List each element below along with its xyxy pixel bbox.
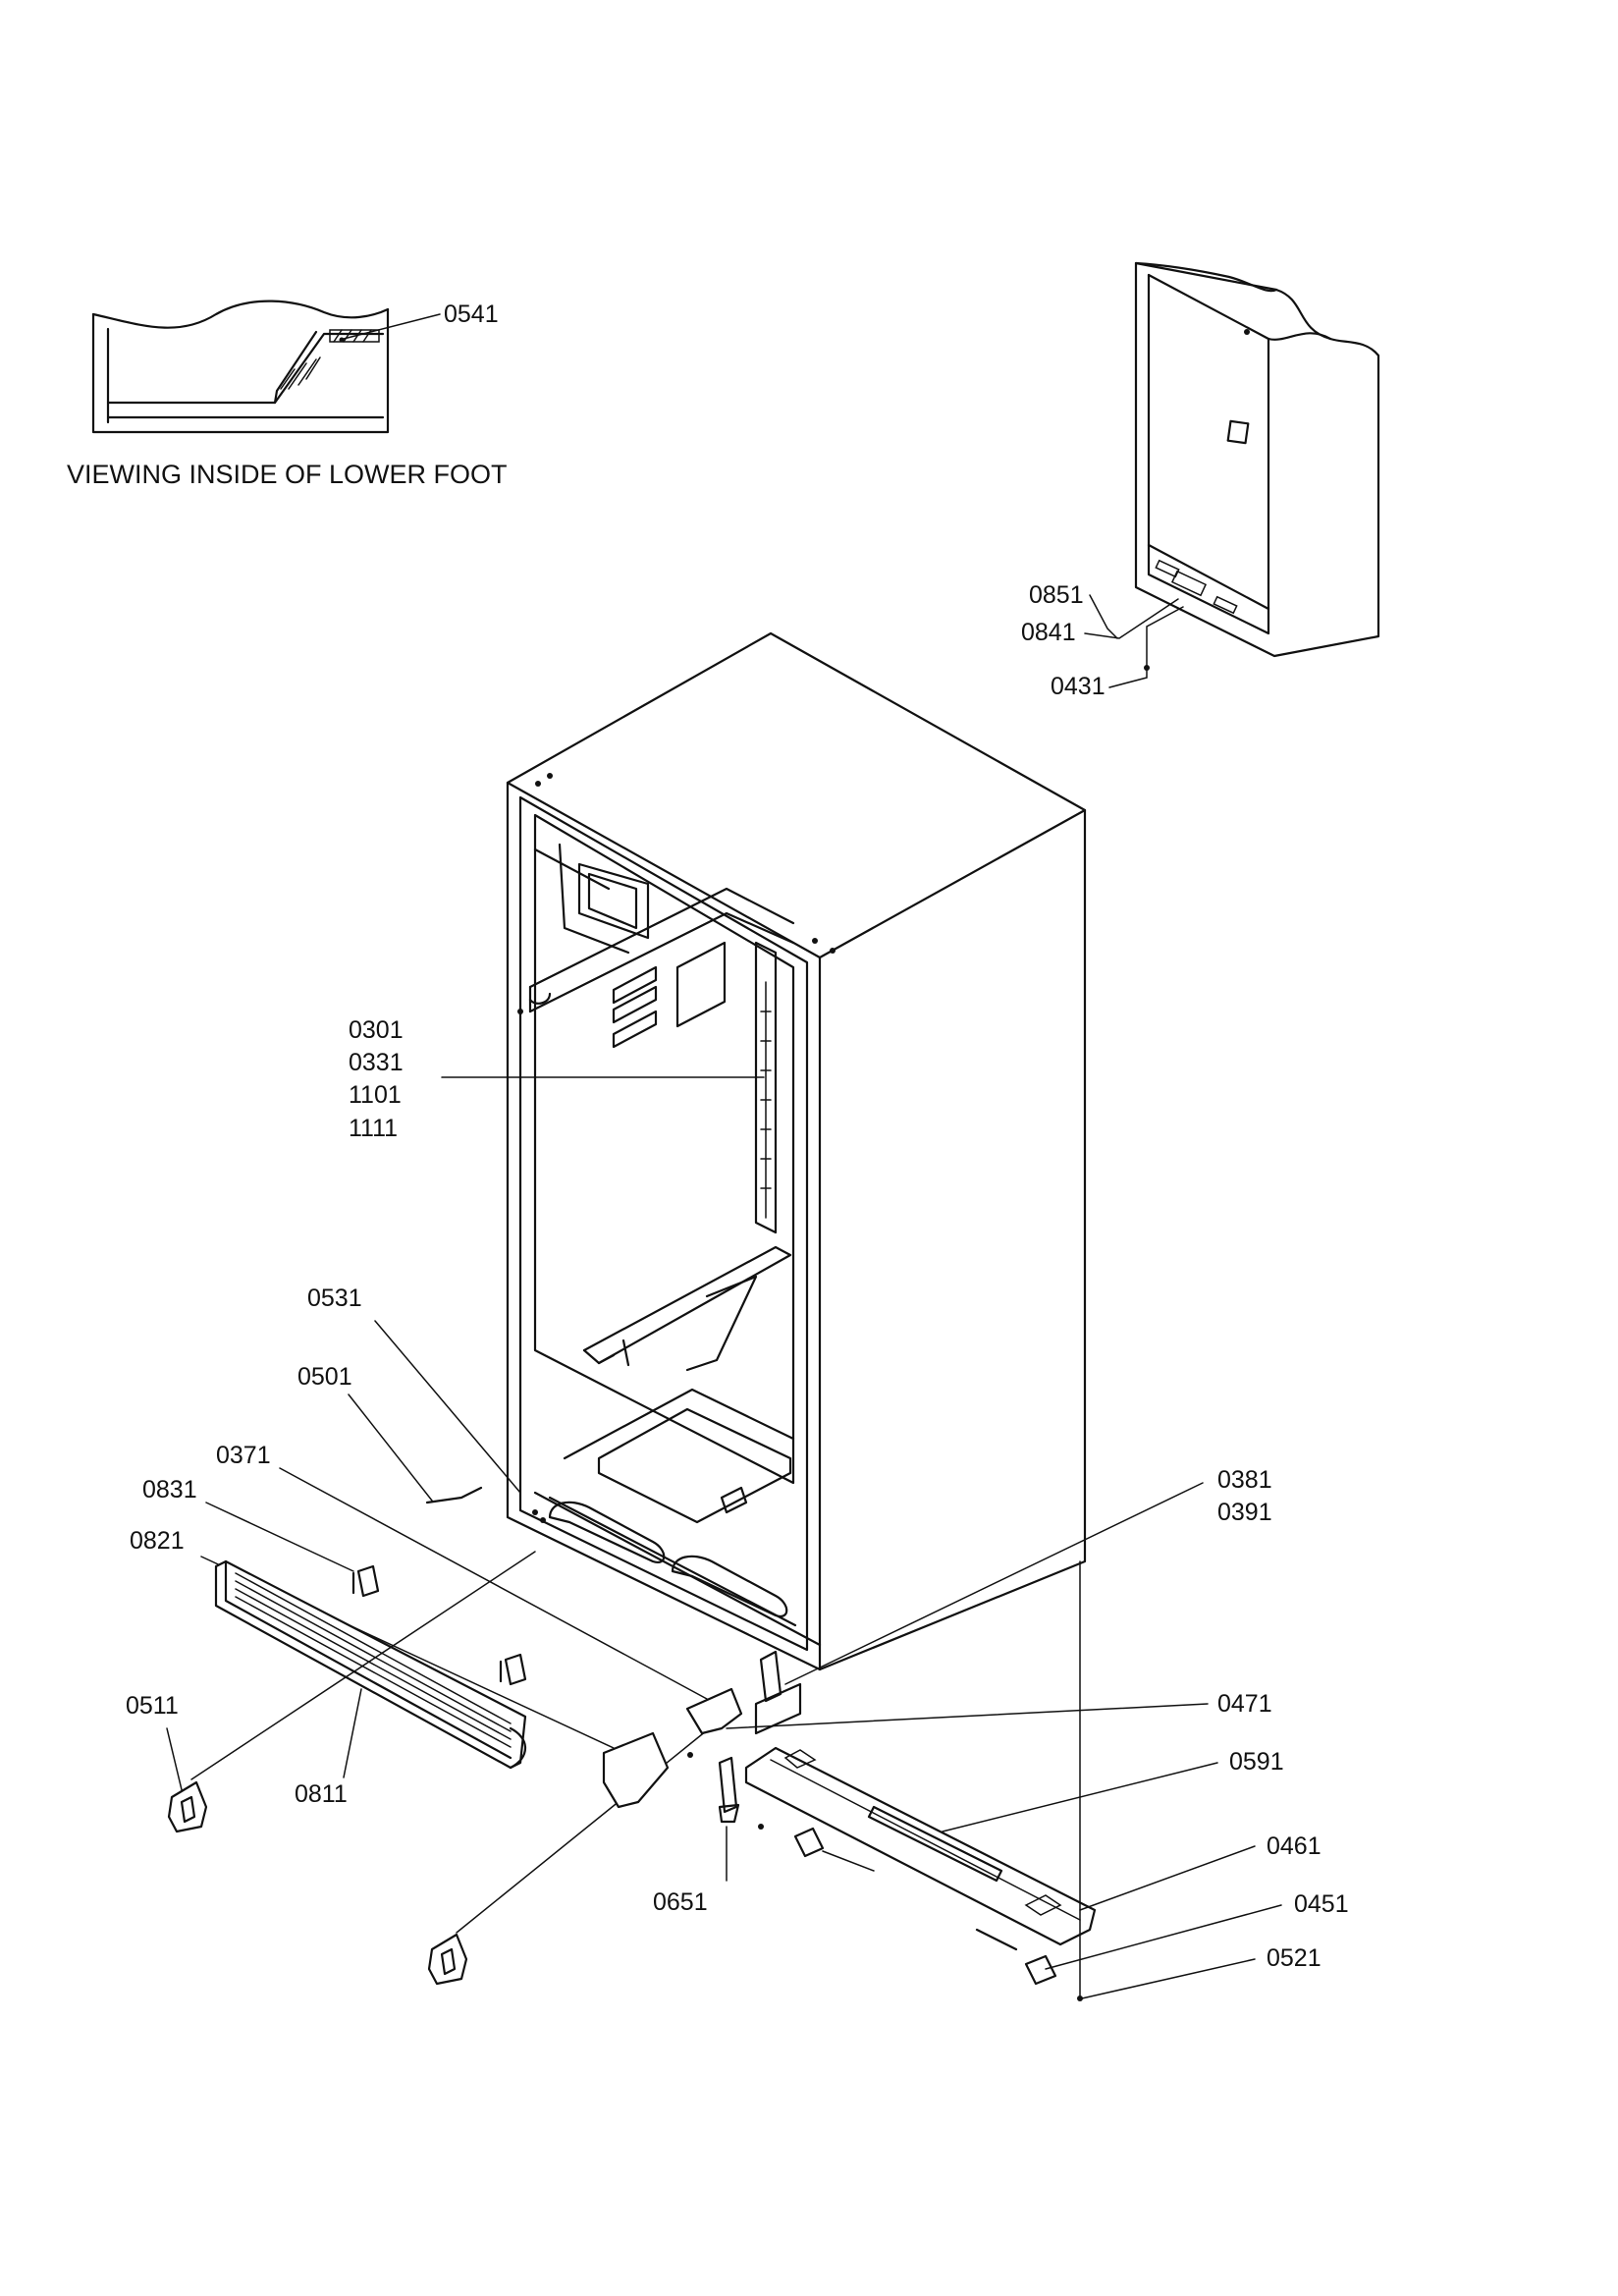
- leader-0431: [1108, 606, 1184, 688]
- label-0301: 0301: [349, 1016, 404, 1044]
- leader-0831: [205, 1502, 354, 1572]
- leveler-foot-left: [167, 1551, 536, 1833]
- label-0541: 0541: [444, 301, 499, 328]
- leader-0501: [348, 1394, 433, 1502]
- label-0521: 0521: [1267, 1944, 1321, 1972]
- main-cabinet: [506, 631, 1087, 1671]
- label-0841: 0841: [1021, 619, 1076, 646]
- leveler-foot-right: [427, 1725, 713, 1986]
- leader-0371: [279, 1467, 708, 1700]
- label-0381: 0381: [1217, 1466, 1272, 1494]
- label-0331: 0331: [349, 1049, 404, 1076]
- kick-grille: [214, 1559, 527, 1770]
- label-0391: 0391: [1217, 1499, 1272, 1526]
- label-0461: 0461: [1267, 1832, 1321, 1860]
- label-0431: 0431: [1051, 673, 1106, 700]
- leader-0511: [166, 1727, 186, 1803]
- grille-clip-lower: [499, 1653, 527, 1686]
- leader-0451: [1045, 1904, 1282, 1970]
- leader-0851: [1089, 594, 1118, 639]
- label-0821: 0821: [130, 1527, 185, 1555]
- leader-0841: [1084, 598, 1179, 639]
- rear-view-cabinet: [1134, 261, 1380, 658]
- label-0591: 0591: [1229, 1748, 1284, 1776]
- label-0471: 0471: [1217, 1690, 1272, 1718]
- capacitor-parts: [793, 1827, 1083, 2001]
- label-0811: 0811: [295, 1780, 348, 1808]
- leader-0811: [343, 1688, 362, 1778]
- label-1111: 1111: [349, 1115, 398, 1142]
- leader-0381: [784, 1482, 1204, 1685]
- label-1101: 1101: [349, 1081, 402, 1109]
- leader-0471: [726, 1703, 1209, 1729]
- grille-clip-upper: [351, 1564, 380, 1598]
- lower-foot-inset: [91, 300, 390, 434]
- compressor-mounting-rail: [744, 1746, 1097, 1946]
- label-0651: 0651: [653, 1888, 708, 1916]
- leader-0521: [1081, 1958, 1256, 1999]
- label-0851: 0851: [1029, 581, 1084, 609]
- label-0451: 0451: [1294, 1890, 1349, 1918]
- inset-caption: VIEWING INSIDE OF LOWER FOOT: [67, 460, 508, 489]
- leader-0541: [343, 313, 441, 340]
- label-0371: 0371: [216, 1442, 271, 1469]
- leader-0531: [374, 1320, 521, 1494]
- label-0511: 0511: [126, 1692, 179, 1720]
- label-0501: 0501: [297, 1363, 352, 1391]
- label-0831: 0831: [142, 1476, 197, 1503]
- bottom-hinge: [602, 1650, 802, 1824]
- leader-0461: [1079, 1845, 1256, 1911]
- label-0531: 0531: [307, 1285, 362, 1312]
